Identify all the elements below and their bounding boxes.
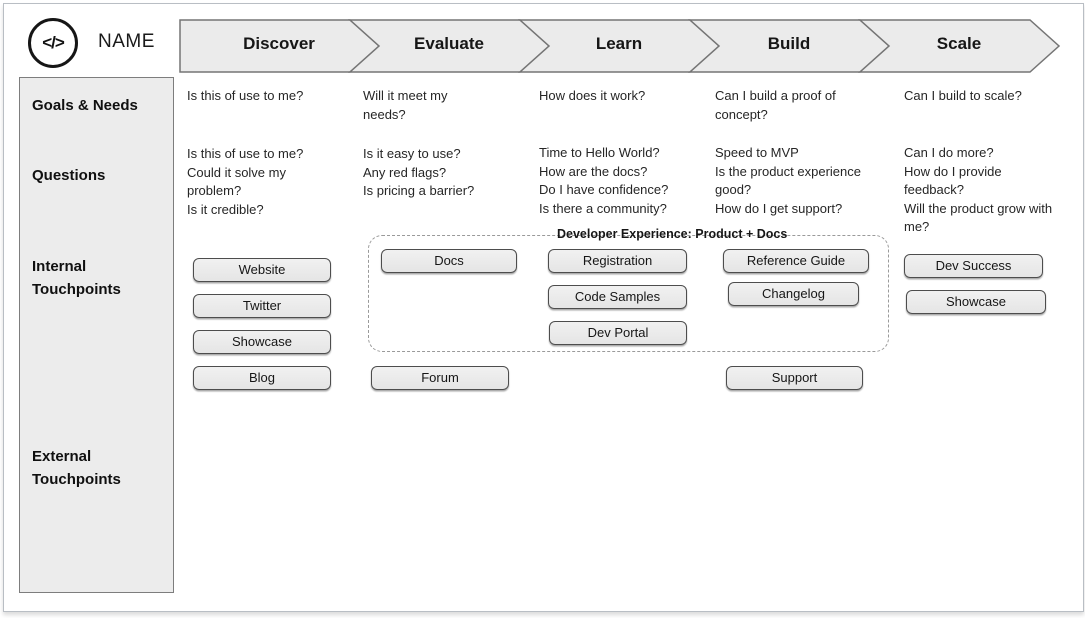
code-logo-icon: </> — [28, 18, 78, 68]
developer-experience-group-label: Developer Experience: Product + Docs — [557, 227, 788, 241]
goal-cell-evaluate: Will it meet my needs? — [363, 88, 448, 122]
stage-tab-evaluate: Evaluate — [414, 34, 484, 53]
stage-chevron-bar — [179, 19, 1061, 73]
stage-tab-learn: Learn — [595, 34, 643, 53]
touchpoint-showcase-scale[interactable]: Showcase — [906, 290, 1046, 314]
row-label-internal-touchpoints: Internal Touchpoints — [32, 258, 121, 298]
questions-cell-learn: Time to Hello World? How are the docs? D… — [539, 145, 669, 216]
stage-tab-build: Build — [767, 34, 811, 53]
touchpoint-code-samples[interactable]: Code Samples — [548, 285, 687, 309]
row-label-goals-needs: Goals & Needs — [32, 97, 138, 114]
questions-cell-scale: Can I do more? How do I provide feedback… — [904, 145, 1053, 234]
goal-cell-discover: Is this of use to me? — [187, 88, 304, 103]
row-header-panel: Goals & Needs Questions Internal Touchpo… — [19, 77, 174, 593]
touchpoint-docs[interactable]: Docs — [381, 249, 517, 273]
stage-tab-discover: Discover — [243, 34, 315, 53]
questions-cell-evaluate: Is it easy to use? Any red flags? Is pri… — [363, 146, 475, 198]
touchpoint-twitter[interactable]: Twitter — [193, 294, 331, 318]
touchpoint-website[interactable]: Website — [193, 258, 331, 282]
stage-chevron-scale — [858, 19, 1061, 73]
touchpoint-changelog[interactable]: Changelog — [728, 282, 859, 306]
goal-cell-learn: How does it work? — [539, 88, 646, 103]
touchpoint-support[interactable]: Support — [726, 366, 863, 390]
touchpoint-registration[interactable]: Registration — [548, 249, 687, 273]
questions-cell-discover: Is this of use to me? Could it solve my … — [187, 146, 304, 217]
row-label-questions: Questions — [32, 167, 106, 184]
row-label-external-touchpoints: External Touchpoints — [32, 448, 121, 488]
code-logo-glyph: </> — [42, 33, 65, 52]
touchpoint-dev-success[interactable]: Dev Success — [904, 254, 1043, 278]
touchpoint-forum[interactable]: Forum — [371, 366, 509, 390]
developer-experience-group: Developer Experience: Product + Docs — [368, 227, 889, 352]
journey-map-canvas: </> NAME Discover Evaluate Learn Build S… — [3, 3, 1084, 612]
touchpoint-dev-portal[interactable]: Dev Portal — [549, 321, 687, 345]
touchpoint-reference-guide[interactable]: Reference Guide — [723, 249, 869, 273]
questions-cell-build: Speed to MVP Is the product experience g… — [715, 145, 861, 216]
map-name-label: NAME — [98, 31, 155, 52]
stage-tab-scale: Scale — [936, 34, 982, 53]
touchpoint-showcase-discover[interactable]: Showcase — [193, 330, 331, 354]
goal-cell-scale: Can I build to scale? — [904, 88, 1022, 103]
goal-cell-build: Can I build a proof of concept? — [715, 88, 836, 122]
touchpoint-blog[interactable]: Blog — [193, 366, 331, 390]
